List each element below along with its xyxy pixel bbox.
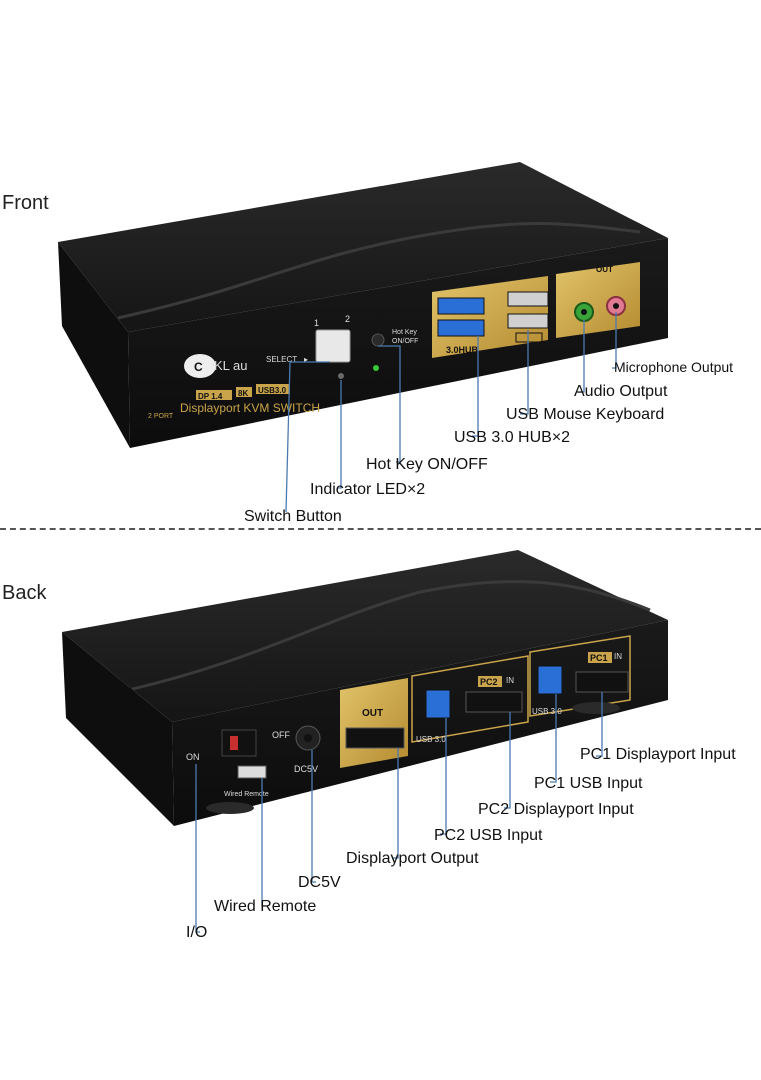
line-wired-remote [261,778,266,907]
line-pc2-dp [504,712,511,809]
pc-number-2: 2 [345,314,350,324]
callout-audio-output: Audio Output [574,383,668,400]
select-arrow: ▸ [304,355,308,364]
hub-label: 3.0HUB [446,345,479,355]
pc2-usb-device-label: USB 3.0 [416,735,446,744]
pc-number-1: 1 [314,318,319,328]
front-callout-lines [285,312,617,513]
brand-text: KL au [214,358,248,373]
usb-hub-port-1 [437,297,485,315]
line-io [195,764,200,933]
callout-displayport-output: Displayport Output [346,850,479,867]
pc2-label: PC2 [480,677,498,687]
pc2-usb-port [425,689,451,719]
pc2-dp-port [465,691,523,713]
line-pc1-dp [596,692,603,757]
line-audio [578,320,585,393]
line-pc1-usb [550,694,557,783]
back-top-wave [119,580,651,694]
line-dc5v [311,750,316,883]
back-out-label: OUT [362,708,383,719]
callout-dc5v: DC5V [298,874,341,891]
callout-pc2-usb-input: PC2 USB Input [434,827,543,844]
select-button-shape [315,329,351,363]
hotkey-button-shape [371,333,385,347]
callout-wired-remote: Wired Remote [214,898,317,915]
line-usb-mk [520,330,529,415]
keyboard-icon [515,332,543,343]
led-2 [373,365,379,371]
power-switch [221,729,257,757]
back-top-panel [62,550,668,722]
line-usb-hub [472,336,479,437]
product-line: Displayport KVM SWITCH [180,401,320,415]
port-count: 2 PORT [148,413,174,420]
on-label: ON [186,752,200,762]
pc1-label: PC1 [590,653,608,663]
back-left-side [62,632,174,826]
pc2-frame [411,655,529,743]
line-dp-out [392,748,399,859]
hotkey-label-1: Hot Key [392,329,417,336]
usb-keyboard-port [507,313,549,329]
back-callout-lines [195,692,603,933]
callout-pc1-usb-input: PC1 USB Input [534,775,643,792]
brand-ck-circle [184,354,216,378]
callout-microphone-output: Microphone Output [614,359,734,375]
spec-badge-8k: 8K [238,389,248,398]
wired-remote-port [237,765,267,779]
line-hotkey [378,345,401,463]
hotkey-label-2: ON/OFF [392,338,418,345]
callout-hotkey: Hot Key ON/OFF [366,456,488,473]
front-device: C KL au SELECT ▸ 1 2 Hot Key ON/OFF DP 1… [58,162,668,513]
dp-out-port [345,727,405,749]
foot-1 [206,802,254,814]
wired-remote-device-label: Wired Remote [224,791,269,798]
pc1-dp-port [575,671,629,693]
pc1-usb-device-label: USB 3.0 [532,707,562,716]
spec-badge-dp: DP 1.4 [198,392,223,401]
line-switch [285,361,330,513]
front-section-title: Front [2,192,49,214]
section-divider [0,528,761,530]
out-label: OUT [596,265,613,274]
power-switch-rocker [230,736,238,750]
callout-pc1-displayport-input: PC1 Displayport Input [580,746,736,763]
foot-2 [572,702,620,714]
dc-label: DC5V [294,764,318,774]
line-indicator [338,380,342,489]
select-label: SELECT [266,355,297,364]
callout-usb-mouse-keyboard: USB Mouse Keyboard [506,406,665,423]
usb-mouse-port [507,291,549,307]
callout-io: I/O [186,924,208,941]
line-pc2-usb [440,718,447,835]
callout-usb-hub: USB 3.0 HUB×2 [454,429,571,446]
back-device: ON OFF DC5V Wired Remote OUT PC2 IN PC1 … [62,550,668,933]
led-1 [338,373,344,379]
pc2-in-label: IN [506,676,514,685]
callout-indicator-led: Indicator LED×2 [310,481,426,498]
callout-pc2-displayport-input: PC2 Displayport Input [478,801,634,818]
front-left-side [58,242,130,448]
back-section-title: Back [2,582,47,604]
spec-badge-usb: USB3.0 [258,386,287,395]
pc1-in-label: IN [614,652,622,661]
pc1-frame [529,635,631,717]
usb-hub-port-2 [437,319,485,337]
brand-ck: C [194,360,203,374]
front-top-wave [117,222,641,320]
callout-switch-button: Switch Button [244,508,342,525]
line-mic [612,312,617,369]
off-label: OFF [272,730,290,740]
pc1-usb-port [537,665,563,695]
